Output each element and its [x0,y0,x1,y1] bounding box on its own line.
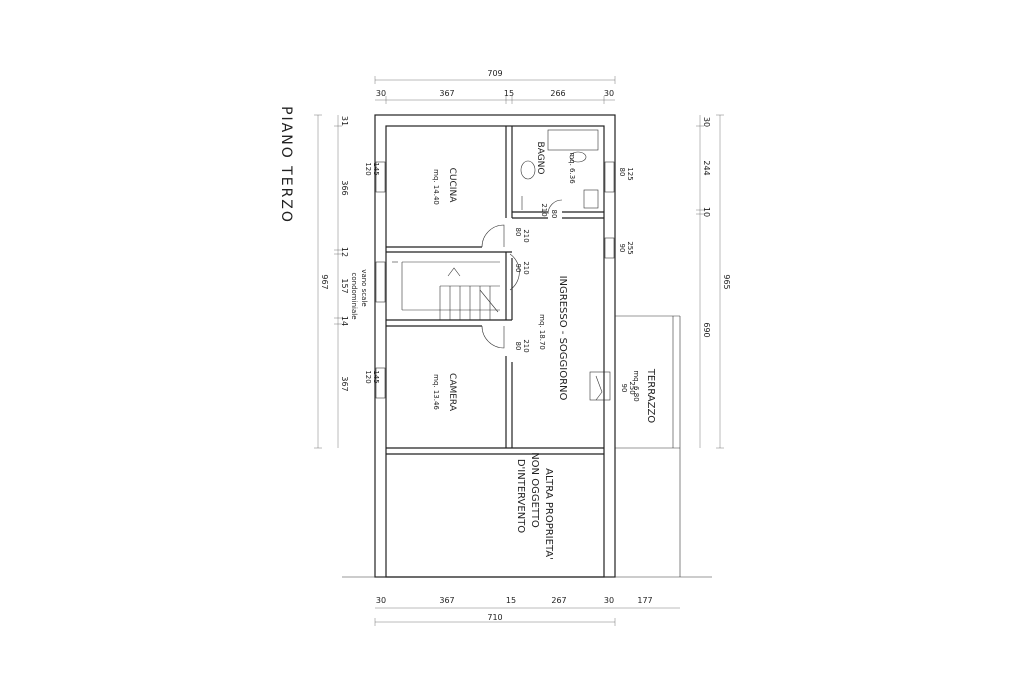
room-labels: CUCINA mq. 14.40 BAGNO mq. 6.36 INGRESSO… [350,142,656,560]
dim-left-d4: 157 [340,278,349,293]
d-ingresso-b: 210 [522,261,530,274]
w-ingresso-a: 90 [618,244,626,253]
dim-left-d5: 14 [340,316,349,326]
w-cucina-b: 145 [372,162,380,175]
room-bagno-area: mq. 6.36 [568,152,576,184]
dim-right-d2: 244 [702,160,711,175]
d-bagno-b: 210 [540,203,548,216]
dim-bottom-s2: 367 [439,596,454,605]
door-swings [481,199,603,401]
dim-bottom-total: 710 [487,613,502,622]
terrace [615,315,681,577]
right-dimensions: 30 244 10 690 965 [696,114,731,449]
d-camera-a: 80 [514,342,522,351]
dim-right-d4: 690 [702,322,711,337]
w-terrazzo-b: 250 [628,381,636,394]
dim-top-s2: 367 [439,89,454,98]
dim-bottom-s3: 15 [506,596,516,605]
dim-top-s3: 15 [504,89,514,98]
room-bagno-name: BAGNO [535,142,545,175]
room-terrazzo-name: TERRAZZO [645,368,656,423]
dim-bottom-s6: 177 [637,596,652,605]
w-cucina-a: 120 [364,162,372,175]
dim-top-total: 709 [487,69,502,78]
room-camera-name: CAMERA [447,373,457,412]
left-dimensions: 31 366 12 157 14 367 967 [314,114,349,449]
interior-walls [386,126,604,455]
altra-line3: D'INTERVENTO [515,459,526,533]
altra-line2: NON OGGETTO [529,452,540,528]
w-camera-a: 120 [364,370,372,383]
dim-top-s5: 30 [604,89,614,98]
dim-right-total: 965 [722,274,731,289]
w-terrazzo-a: 90 [620,384,628,393]
dim-right-d1: 30 [702,117,711,127]
room-cucina-area: mq. 14.40 [432,169,440,205]
altra-line1: ALTRA PROPRIETA' [543,468,554,560]
dim-right-d3: 10 [702,207,711,217]
dim-left-d3: 12 [340,247,349,257]
opening-annotations: 120 145 120 145 80 125 90 255 90 250 80 … [364,162,636,394]
dim-left-total: 967 [320,274,329,289]
w-ingresso-b: 255 [626,241,634,254]
room-cucina-name: CUCINA [447,168,457,204]
d-ingresso-a: 90 [514,264,522,273]
room-terrazzo-area: mq. 6.80 [632,370,640,401]
d-bagno-a: 80 [550,210,558,219]
vano-scale-line2: condominiale [350,273,358,320]
bottom-dimensions: 30 367 15 267 30 177 710 [374,596,680,626]
w-bagno-a: 80 [618,168,626,177]
dim-left-d1: 31 [340,116,349,126]
bathroom-fixtures [520,129,599,210]
dim-bottom-s1: 30 [376,596,386,605]
stairwell [392,261,500,320]
vano-scale-line1: vano scale [360,269,368,306]
room-camera-area: mq. 13.46 [432,374,440,410]
w-bagno-b: 125 [626,167,634,180]
dim-top-s4: 266 [550,89,565,98]
dim-bottom-s5: 30 [604,596,614,605]
room-ingresso-area: mq. 18.70 [538,314,546,350]
building-walls [342,114,712,578]
dim-bottom-s4: 267 [551,596,566,605]
w-camera-b: 145 [372,370,380,383]
window-marks [375,161,615,401]
dim-left-d2: 366 [340,180,349,195]
top-dimensions: 709 30 367 15 266 30 [374,69,616,104]
dim-left-d6: 367 [340,376,349,391]
dim-top-s1: 30 [376,89,386,98]
plan-title: PIANO TERZO [278,106,294,224]
d-cucina-a: 80 [514,228,522,237]
d-camera-b: 210 [522,339,530,352]
d-cucina-b: 210 [522,229,530,242]
room-ingresso-name: INGRESSO - SOGGIORNO [557,276,568,401]
